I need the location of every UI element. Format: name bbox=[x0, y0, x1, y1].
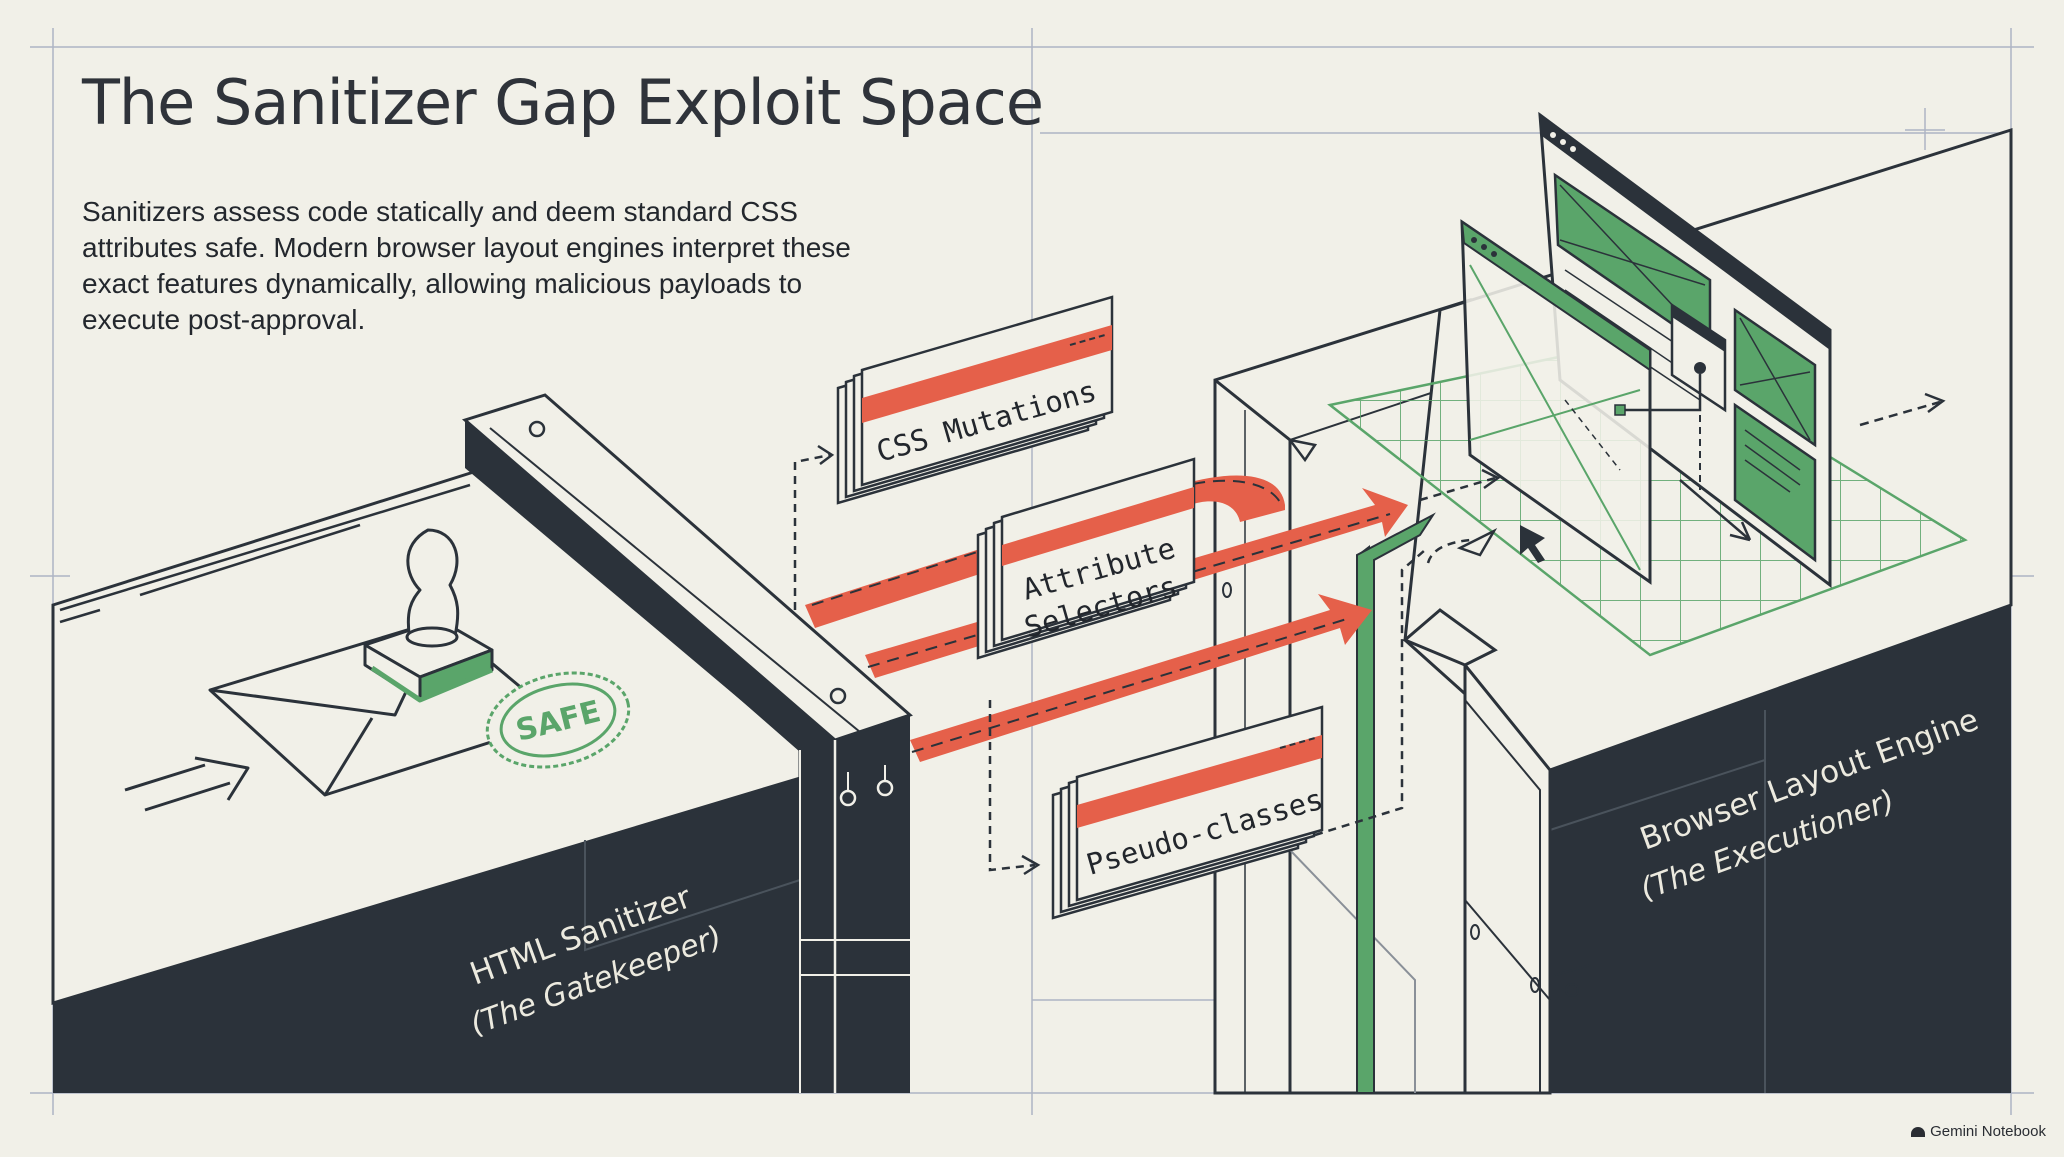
stamp-icon bbox=[363, 528, 494, 703]
browser-window-front bbox=[1460, 219, 1652, 585]
footer-brand: Gemini Notebook bbox=[1911, 1123, 2046, 1140]
card-css-mutations: CSS Mutations bbox=[836, 295, 1114, 505]
cursor-icon bbox=[1456, 525, 1545, 563]
footer-brand-label: Gemini Notebook bbox=[1930, 1123, 2046, 1140]
description-text: Sanitizers assess code statically and de… bbox=[82, 196, 851, 335]
gemini-logo-icon bbox=[1911, 1126, 1926, 1137]
dashed-connectors bbox=[793, 453, 1496, 872]
card-attribute-selectors: Attribute Selectors bbox=[976, 457, 1196, 660]
exit-arrow bbox=[1859, 392, 1946, 427]
safe-seal-icon: SAFE bbox=[485, 671, 631, 769]
connector-arrowheads bbox=[817, 444, 1501, 876]
inspector-overlay bbox=[1564, 302, 1752, 542]
green-beam bbox=[1356, 512, 1436, 1094]
incoming-arrow-icon bbox=[124, 756, 250, 812]
card-pseudo-classes: Pseudo-classes bbox=[1051, 705, 1327, 920]
page-title: The Sanitizer Gap Exploit Space bbox=[82, 66, 1044, 139]
